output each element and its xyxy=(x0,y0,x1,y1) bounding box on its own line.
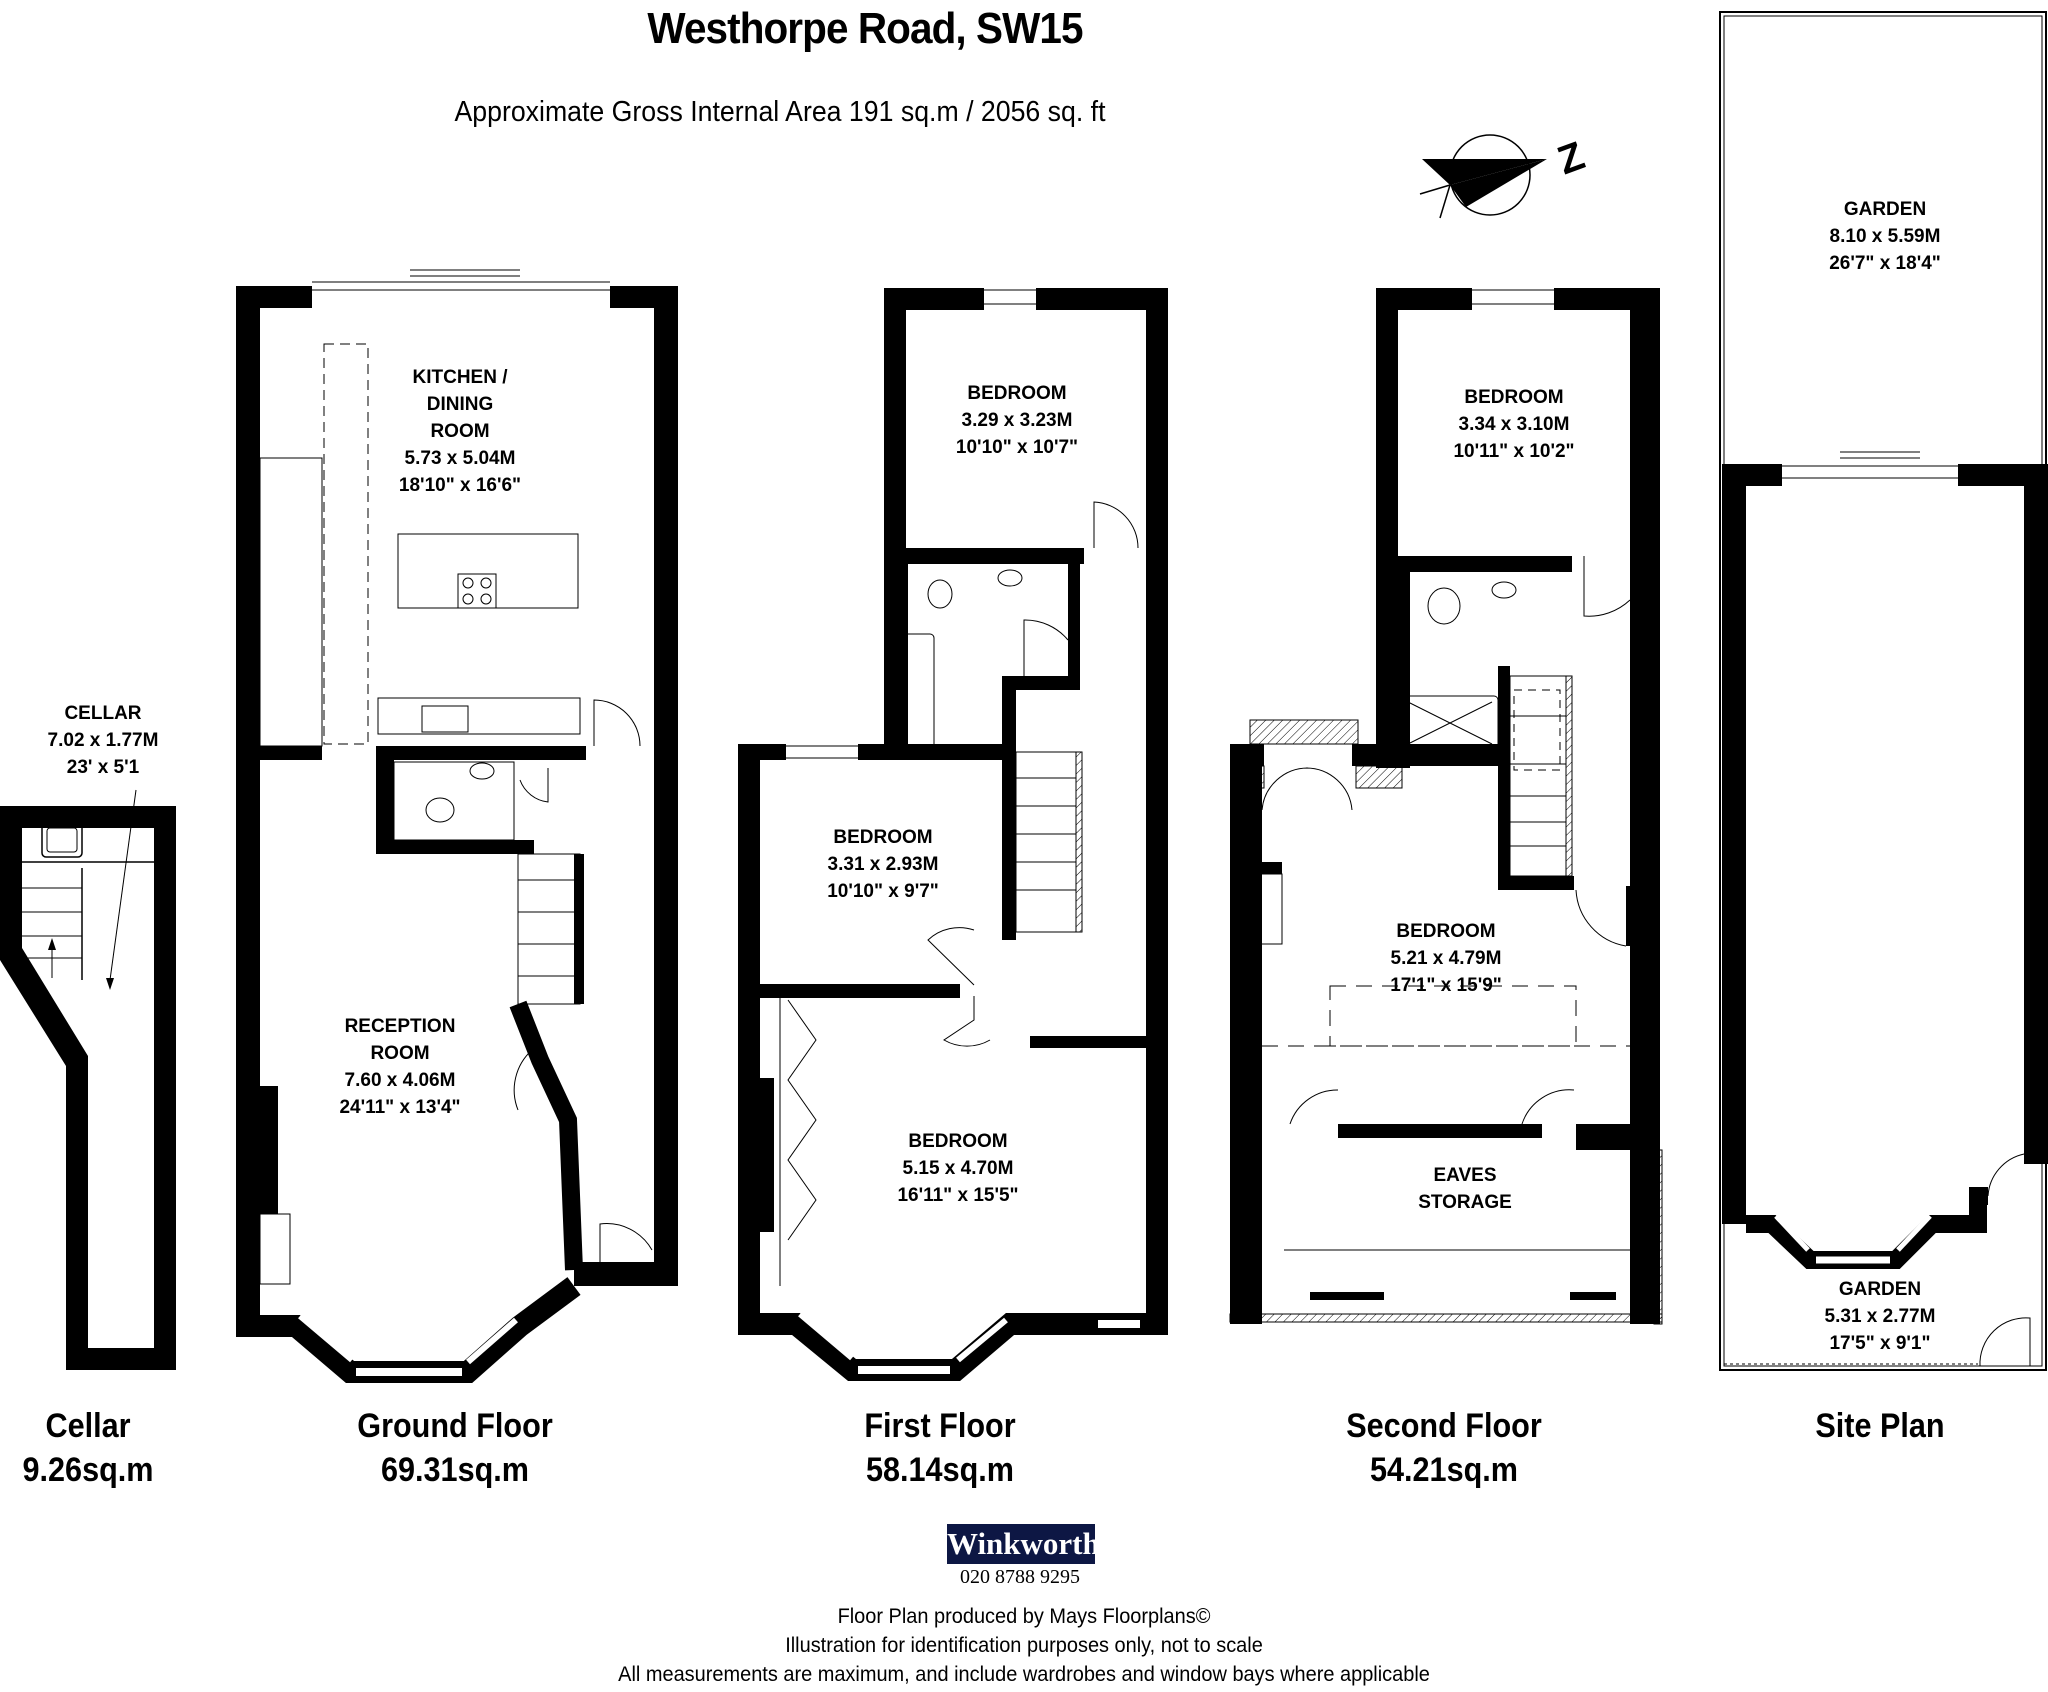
floor-label-second: Second Floor 54.21sq.m xyxy=(1346,1404,1542,1492)
room-name: ROOM xyxy=(370,1043,430,1064)
room-label-garden-front: GARDEN 5.31 x 2.77M 17'5" x 9'1" xyxy=(1825,1276,1936,1357)
page-title: Westhorpe Road, SW15 xyxy=(647,4,1083,53)
room-name: BEDROOM xyxy=(833,827,933,848)
second-floor-plan xyxy=(1229,288,1663,1325)
room-label-first-bedroom-middle: BEDROOM 3.31 x 2.93M 10'10" x 9'7" xyxy=(827,824,939,905)
svg-text:Z: Z xyxy=(1552,134,1590,184)
room-size-metric: 3.34 x 3.10M xyxy=(1458,414,1570,435)
first-floor-plan xyxy=(738,288,1168,1381)
room-label-first-bedroom-front: BEDROOM 5.15 x 4.70M 16'11" x 15'5" xyxy=(897,1128,1018,1209)
floor-label-site-plan: Site Plan xyxy=(1815,1404,1944,1448)
floor-area: 9.26sq.m xyxy=(22,1451,154,1489)
credit-text: Floor Plan produced by Mays Floorplans© xyxy=(837,1605,1211,1628)
room-name: KITCHEN / xyxy=(412,367,508,388)
floor-label-first: First Floor 58.14sq.m xyxy=(864,1404,1015,1492)
room-name: DINING xyxy=(426,394,494,415)
gross-area-subtitle: Approximate Gross Internal Area 191 sq.m… xyxy=(454,96,1106,128)
room-size-imperial: 10'10" x 9'7" xyxy=(827,881,939,902)
scale-notice: Illustration for identification purposes… xyxy=(785,1634,1263,1657)
room-label-garden-rear: GARDEN 8.10 x 5.59M 26'7" x 18'4" xyxy=(1829,196,1941,277)
room-size-metric: 7.60 x 4.06M xyxy=(344,1070,456,1091)
agent-phone: 020 8788 9295 xyxy=(960,1566,1080,1588)
room-size-metric: 5.73 x 5.04M xyxy=(404,448,516,469)
room-name: GARDEN xyxy=(1838,1279,1922,1300)
room-size-imperial: 23' x 5'1 xyxy=(66,757,140,778)
room-name: STORAGE xyxy=(1418,1192,1512,1213)
room-name: ROOM xyxy=(430,421,490,442)
floor-area: 69.31sq.m xyxy=(380,1451,529,1489)
room-size-imperial: 10'10" x 10'7" xyxy=(955,437,1079,458)
room-name: CELLAR xyxy=(64,703,142,724)
room-size-imperial: 16'11" x 15'5" xyxy=(897,1185,1019,1206)
room-size-imperial: 17'5" x 9'1" xyxy=(1829,1333,1931,1354)
floor-name: First Floor xyxy=(864,1407,1016,1445)
room-label-cellar: CELLAR 7.02 x 1.77M 23' x 5'1 xyxy=(48,700,159,781)
room-size-metric: 5.31 x 2.77M xyxy=(1824,1306,1936,1327)
room-name: RECEPTION xyxy=(344,1016,456,1037)
room-name: BEDROOM xyxy=(967,383,1067,404)
site-plan xyxy=(1719,11,2048,1371)
room-size-imperial: 24'11" x 13'4" xyxy=(339,1097,461,1118)
room-name: BEDROOM xyxy=(908,1131,1008,1152)
room-name: EAVES xyxy=(1433,1165,1497,1186)
floor-name: Cellar xyxy=(45,1407,131,1445)
room-label-second-bedroom-main: BEDROOM 5.21 x 4.79M 17'1" x 15'9" xyxy=(1390,918,1502,999)
room-name: GARDEN xyxy=(1843,199,1927,220)
room-size-imperial: 26'7" x 18'4" xyxy=(1829,253,1941,274)
room-size-metric: 7.02 x 1.77M xyxy=(47,730,159,751)
room-label-reception: RECEPTION ROOM 7.60 x 4.06M 24'11" x 13'… xyxy=(339,1013,460,1121)
floor-area: 54.21sq.m xyxy=(1369,1451,1519,1489)
room-name: BEDROOM xyxy=(1464,387,1564,408)
disclaimer: Floor Plan produced by Mays Floorplans© … xyxy=(51,1602,1997,1689)
room-size-imperial: 10'11" x 10'2" xyxy=(1453,441,1575,462)
floor-name: Ground Floor xyxy=(357,1407,553,1445)
floor-name: Second Floor xyxy=(1346,1407,1542,1445)
room-size-imperial: 18'10" x 16'6" xyxy=(398,475,522,496)
room-label-second-bedroom-rear: BEDROOM 3.34 x 3.10M 10'11" x 10'2" xyxy=(1453,384,1574,465)
agent-logo: Winkworth xyxy=(947,1524,1100,1564)
floor-label-cellar: Cellar 9.26sq.m xyxy=(23,1404,154,1492)
floor-name: Site Plan xyxy=(1815,1407,1945,1445)
room-label-first-bedroom-rear: BEDROOM 3.29 x 3.23M 10'10" x 10'7" xyxy=(956,380,1078,461)
room-size-metric: 8.10 x 5.59M xyxy=(1829,226,1941,247)
room-size-imperial: 17'1" x 15'9" xyxy=(1390,975,1502,996)
room-size-metric: 5.21 x 4.79M xyxy=(1390,948,1502,969)
room-label-kitchen-dining: KITCHEN / DINING ROOM 5.73 x 5.04M 18'10… xyxy=(399,364,521,499)
measurement-notice: All measurements are maximum, and includ… xyxy=(618,1663,1430,1686)
floor-area: 58.14sq.m xyxy=(865,1451,1015,1489)
cellar-plan xyxy=(0,789,176,1370)
room-size-metric: 3.29 x 3.23M xyxy=(961,410,1073,431)
ground-floor-plan xyxy=(236,269,678,1383)
room-size-metric: 5.15 x 4.70M xyxy=(902,1158,1014,1179)
room-size-metric: 3.31 x 2.93M xyxy=(827,854,939,875)
room-name: BEDROOM xyxy=(1396,921,1496,942)
room-label-eaves-storage: EAVES STORAGE xyxy=(1418,1162,1512,1216)
north-arrow-icon: Z xyxy=(1419,134,1590,219)
floor-label-ground: Ground Floor 69.31sq.m xyxy=(357,1404,552,1492)
